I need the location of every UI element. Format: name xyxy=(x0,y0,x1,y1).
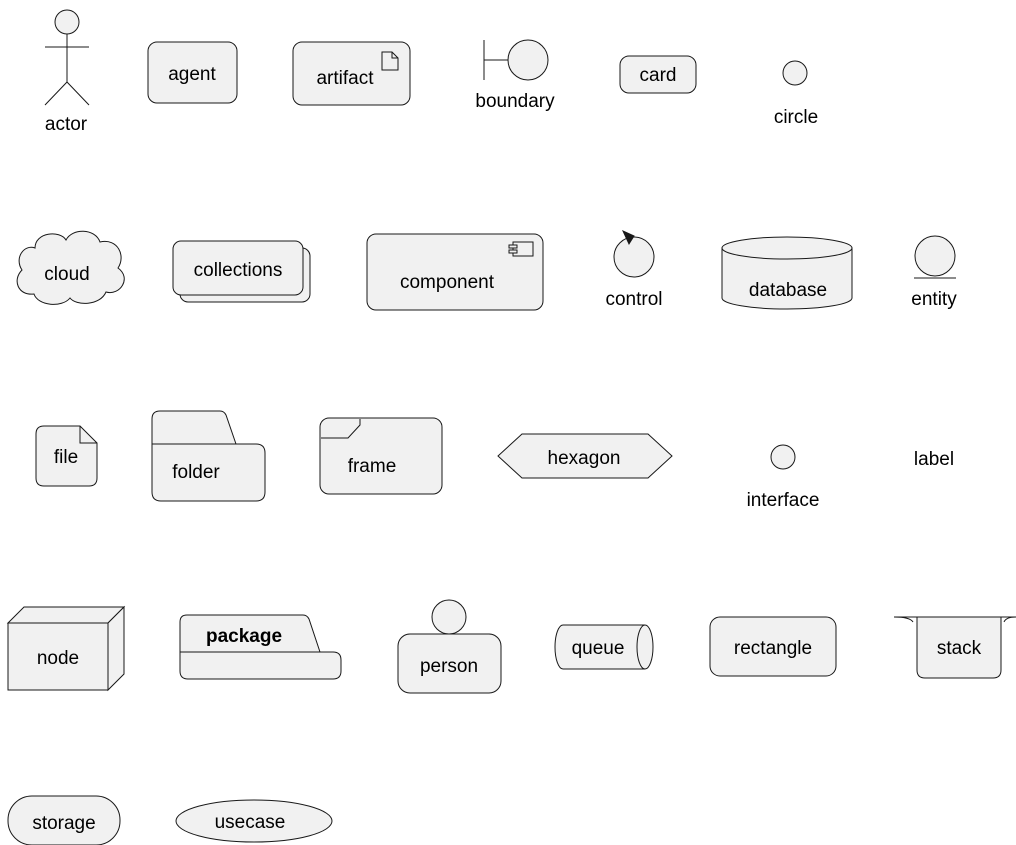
usecase-ellipse xyxy=(175,799,333,843)
entity-circle-icon xyxy=(914,235,956,277)
circle-shape-icon xyxy=(782,60,808,86)
queue-label: queue xyxy=(572,638,625,659)
stack-right-lip xyxy=(1003,616,1016,623)
package-shape xyxy=(179,614,342,680)
artifact-element[interactable]: artifact xyxy=(292,41,411,106)
circle-label: circle xyxy=(774,107,818,128)
boundary-label: boundary xyxy=(475,91,555,112)
node-element[interactable]: node xyxy=(6,605,126,692)
actor-head-icon xyxy=(54,9,80,35)
artifact-document-icon xyxy=(381,51,399,71)
rectangle-label: rectangle xyxy=(734,638,812,659)
storage-shape xyxy=(7,795,121,845)
interface-circle-icon xyxy=(770,444,796,470)
node-front-face xyxy=(7,622,109,691)
folder-element[interactable]: folder xyxy=(151,410,266,502)
person-element[interactable]: person xyxy=(397,599,502,694)
circle-element[interactable]: circle xyxy=(774,60,818,128)
component-label: component xyxy=(400,272,495,293)
collections-element[interactable]: collections xyxy=(172,240,311,303)
storage-label: storage xyxy=(32,813,95,834)
cloud-label: cloud xyxy=(44,264,89,285)
rectangle-element[interactable]: rectangle xyxy=(709,616,837,677)
package-label: package xyxy=(206,626,282,647)
storage-element[interactable]: storage xyxy=(7,795,121,845)
control-circle-icon xyxy=(613,236,655,278)
file-corner-fold xyxy=(79,426,97,444)
hexagon-element[interactable]: hexagon xyxy=(497,433,673,479)
card-element[interactable]: card xyxy=(619,55,697,94)
person-body-box xyxy=(397,633,502,694)
person-label: person xyxy=(420,656,478,677)
actor-element[interactable]: actor xyxy=(44,9,90,135)
interface-label: interface xyxy=(747,490,820,511)
folder-label: folder xyxy=(172,462,220,483)
collections-label: collections xyxy=(194,260,283,281)
queue-element[interactable]: queue xyxy=(554,624,654,670)
database-label: database xyxy=(749,280,827,301)
card-box xyxy=(619,55,697,94)
stack-label: stack xyxy=(937,638,982,659)
package-element[interactable]: package xyxy=(179,614,342,680)
component-icon xyxy=(512,241,534,257)
file-label: file xyxy=(54,447,78,468)
artifact-box xyxy=(292,41,411,106)
database-element[interactable]: database xyxy=(721,236,853,310)
actor-label: actor xyxy=(45,114,88,135)
interface-element[interactable]: interface xyxy=(747,444,820,511)
usecase-label: usecase xyxy=(215,812,286,833)
control-label: control xyxy=(605,289,662,310)
boundary-element[interactable]: boundary xyxy=(475,39,555,112)
agent-label: agent xyxy=(168,64,216,85)
node-side-face xyxy=(107,605,125,692)
card-label: card xyxy=(640,65,677,86)
frame-tab-line xyxy=(321,419,361,439)
boundary-circle-icon xyxy=(507,39,549,81)
label-element[interactable]: label xyxy=(914,449,954,470)
node-top-face xyxy=(6,606,126,624)
stack-left-lip xyxy=(893,616,914,623)
label-text: label xyxy=(914,449,954,470)
agent-box xyxy=(147,41,238,104)
frame-element[interactable]: frame xyxy=(319,417,443,495)
control-element[interactable]: control xyxy=(605,229,663,310)
file-shape xyxy=(35,425,98,487)
actor-right-leg-line xyxy=(66,81,90,106)
database-cylinder xyxy=(721,236,853,310)
hexagon-label: hexagon xyxy=(548,448,621,469)
entity-element[interactable]: entity xyxy=(911,235,957,310)
folder-shape xyxy=(151,410,266,502)
file-element[interactable]: file xyxy=(35,425,98,487)
rectangle-box xyxy=(709,616,837,677)
stack-element[interactable]: stack xyxy=(893,616,1016,679)
agent-element[interactable]: agent xyxy=(147,41,238,104)
hexagon-shape xyxy=(497,433,673,479)
frame-box xyxy=(319,417,443,495)
component-element[interactable]: component xyxy=(366,233,544,311)
node-label: node xyxy=(37,648,79,669)
component-box xyxy=(366,233,544,311)
person-head-icon xyxy=(431,599,467,635)
collections-front-box xyxy=(172,240,304,296)
usecase-element[interactable]: usecase xyxy=(175,799,333,843)
cloud-element[interactable]: cloud xyxy=(16,230,125,305)
actor-left-leg-line xyxy=(44,81,68,106)
stack-box xyxy=(916,616,1002,679)
cloud-shape xyxy=(16,230,125,305)
entity-label: entity xyxy=(911,289,957,310)
frame-label: frame xyxy=(348,456,397,477)
control-arrow-icon xyxy=(621,229,635,246)
artifact-label: artifact xyxy=(316,68,374,89)
